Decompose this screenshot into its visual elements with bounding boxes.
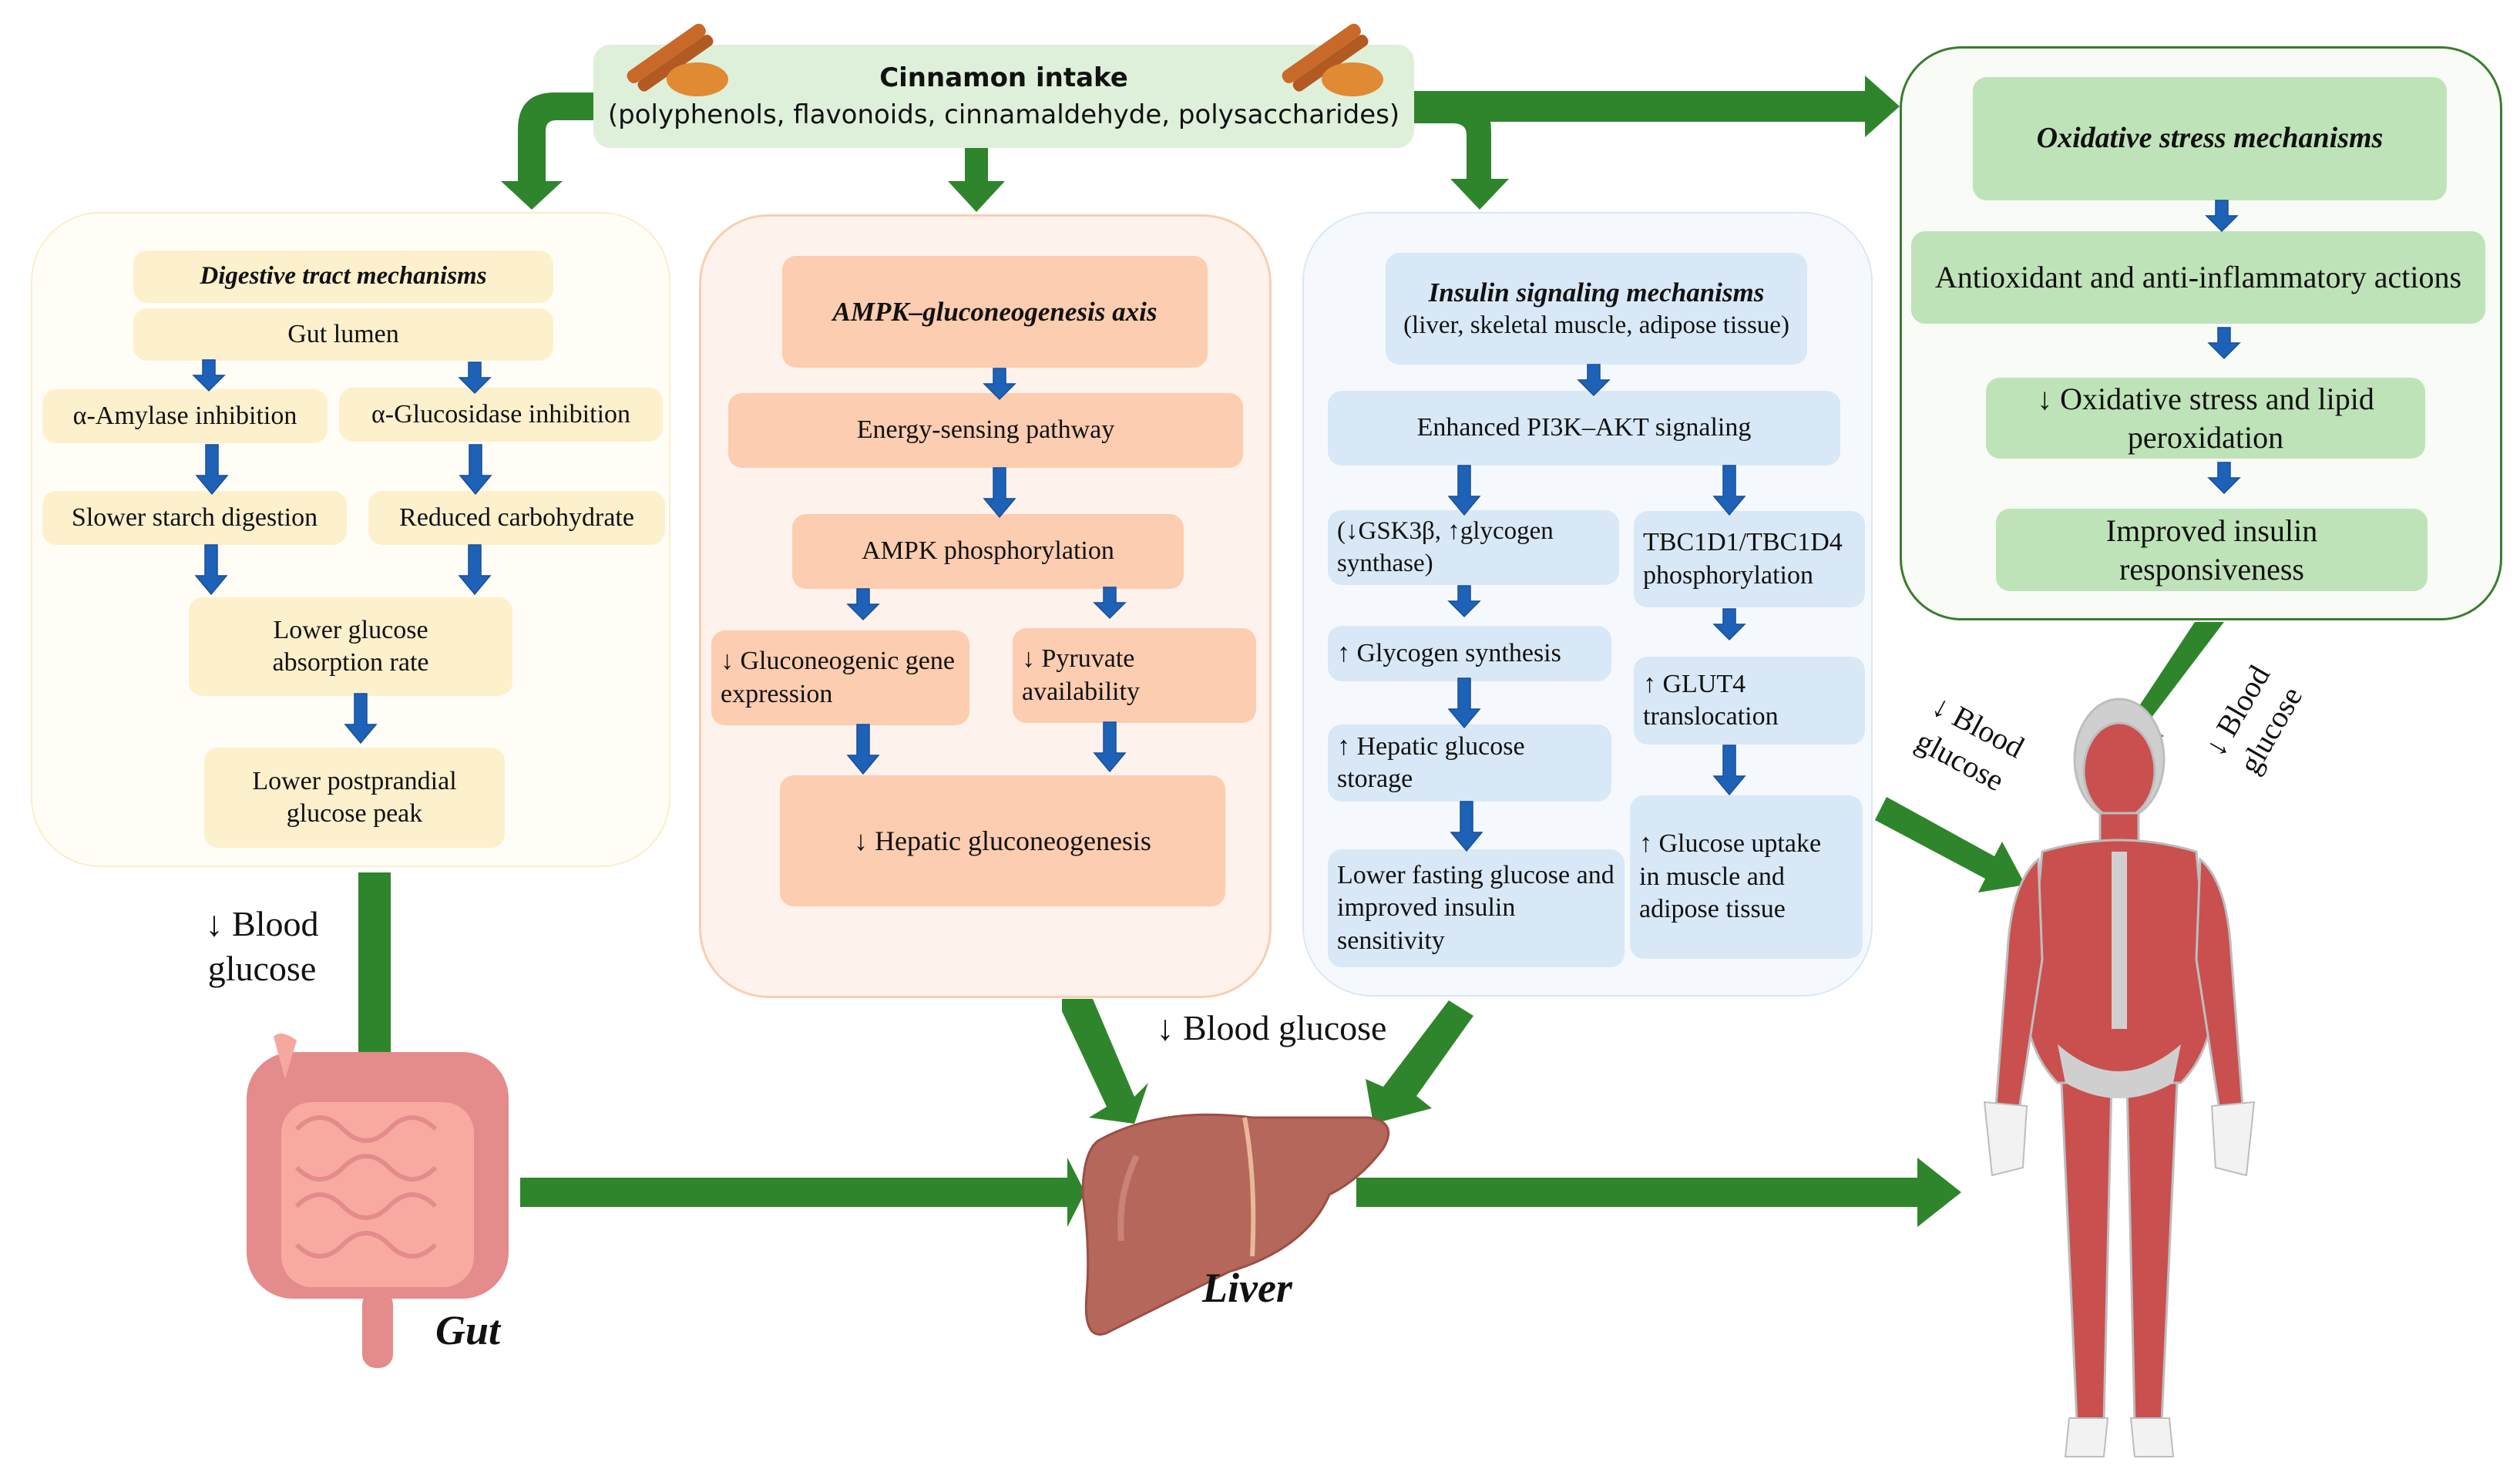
gut-lumen-box: Gut lumen: [133, 308, 553, 361]
amylase-inhibition-box: α-Amylase inhibition: [42, 389, 328, 443]
lower-glucose-absorption-box: Lower glucose absorption rate: [189, 597, 512, 696]
oxidative-title: Oxidative stress mechanisms: [1973, 77, 2447, 200]
glut4-translocation-box: ↑ GLUT4 translocation: [1634, 657, 1865, 745]
oxidative-stress-reduction-box: ↓ Oxidative stress and lipid peroxidatio…: [1986, 378, 2425, 459]
energy-sensing-box: Energy-sensing pathway: [728, 393, 1243, 468]
insulin-subtitle: (liver, skeletal muscle, adipose tissue): [1403, 311, 1789, 339]
glucosidase-inhibition-box: α-Glucosidase inhibition: [339, 388, 663, 442]
liver-blood-glucose-label: ↓ Blood glucose: [1156, 1008, 1387, 1047]
arrow-to-digestive: [501, 92, 593, 210]
arrow-to-insulin: [1414, 92, 1509, 210]
gut-label: Gut: [435, 1307, 501, 1353]
liver-illustration: [1081, 1113, 1390, 1336]
reduced-carbohydrate-box: Reduced carbohydrate: [368, 491, 665, 545]
lower-fasting-glucose-box: Lower fasting glucose and improved insul…: [1328, 849, 1625, 967]
arrow-to-ampk: [948, 148, 1005, 212]
pi3k-akt-box: Enhanced PI3K–AKT signaling: [1328, 391, 1840, 466]
cinnamon-intake-box: Cinnamon intake (polyphenols, flavonoids…: [593, 45, 1414, 148]
lower-postprandial-peak-box: Lower postprandial glucose peak: [204, 748, 505, 848]
insulin-title: Insulin signaling mechanisms: [1428, 277, 1765, 308]
liver-label: Liver: [1202, 1265, 1292, 1311]
cinnamon-sticks-icon: [1282, 23, 1383, 96]
hepatic-gluconeogenesis-box: ↓ Hepatic gluconeogenesis: [780, 775, 1225, 906]
digestive-title: Digestive tract mechanisms: [133, 250, 553, 303]
antioxidant-actions-box: Antioxidant and anti-inflammatory action…: [1911, 231, 2485, 324]
hepatic-glucose-storage-box: ↑ Hepatic glucose storage: [1328, 724, 1611, 802]
cinnamon-subtitle: (polyphenols, flavonoids, cinnamaldehyde…: [607, 99, 1400, 130]
ampk-title: AMPK–gluconeogenesis axis: [782, 256, 1208, 368]
pyruvate-availability-box: ↓ Pyruvate availability: [1013, 628, 1256, 723]
improved-insulin-responsiveness-box: Improved insulin responsiveness: [1996, 509, 2428, 591]
muscular-human-figure-illustration: [1983, 698, 2256, 1457]
gut-blood-glucose-label: ↓ Blood glucose: [205, 904, 319, 988]
gut-illustration: [247, 1034, 509, 1368]
glycogen-synthesis-box: ↑ Glycogen synthesis: [1328, 626, 1611, 681]
ampk-phosphorylation-box: AMPK phosphorylation: [792, 514, 1184, 589]
gsk3b-box: (↓GSK3β, ↑glycogen synthase): [1328, 510, 1619, 585]
cinnamon-sticks-icon: [627, 23, 728, 96]
tbc1d-phosphorylation-box: TBC1D1/TBC1D4 phosphorylation: [1634, 511, 1865, 607]
cinnamon-title: Cinnamon intake: [879, 62, 1128, 93]
slower-starch-digestion-box: Slower starch digestion: [42, 491, 347, 545]
glucose-uptake-box: ↑ Glucose uptake in muscle and adipose t…: [1630, 795, 1863, 959]
arrow-liver-to-muscle: [1356, 1158, 1961, 1227]
insulin-title-box: Insulin signaling mechanisms (liver, ske…: [1386, 253, 1807, 365]
arrow-gut-to-liver: [520, 1158, 1085, 1227]
arrow-to-oxidative: [1414, 76, 1900, 137]
gluconeogenic-gene-box: ↓ Gluconeogenic gene expression: [711, 630, 969, 725]
